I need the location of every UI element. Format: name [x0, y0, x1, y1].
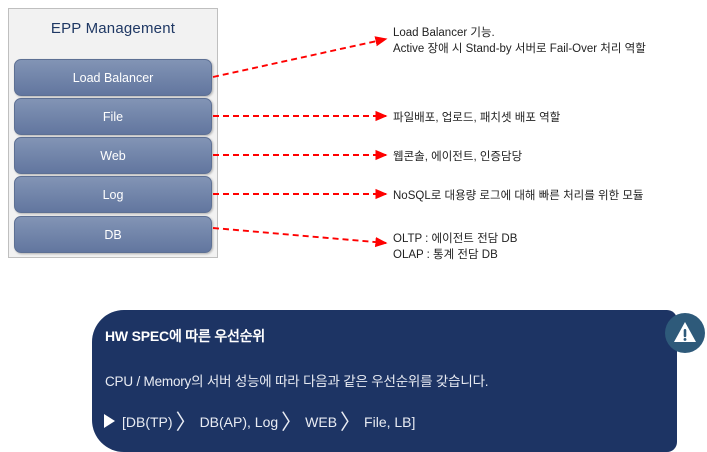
- connector-db: [212, 227, 388, 248]
- page-title: EPP Management: [50, 20, 176, 37]
- annotation-web: 웹콘솔, 에이전트, 인증담당: [393, 151, 523, 163]
- node-log[interactable]: Log: [14, 176, 212, 213]
- panel-description: CPU / Memory의 서버 성능에 따라 다음과 같은 우선순위를 갖습니…: [105, 374, 489, 389]
- priority-item-1: DB(AP), Log: [199, 414, 279, 430]
- node-web[interactable]: Web: [14, 137, 212, 174]
- node-label: File: [102, 109, 124, 124]
- panel-priority-line: [DB(TP) 〉 DB(AP), Log 〉 WEB 〉 File, LB]: [104, 412, 416, 433]
- annotation-db: OLTP : 에이전트 전담 DB OLAP : 통계 전담 DB: [393, 233, 518, 261]
- priority-item-2: WEB: [305, 414, 338, 430]
- connector-load-balancer: [212, 36, 388, 78]
- node-label: DB: [104, 227, 122, 242]
- annotation-log: NoSQL로 대용량 로그에 대해 빠른 처리를 위한 모듈: [393, 190, 644, 202]
- node-label: Log: [102, 187, 124, 202]
- node-db[interactable]: DB: [14, 216, 212, 253]
- hw-spec-panel: [92, 310, 677, 452]
- node-file[interactable]: File: [14, 98, 212, 135]
- panel-title: HW SPEC에 따른 우선순위: [105, 328, 266, 344]
- annotation-file: 파일배포, 업로드, 패치셋 배포 역할: [393, 112, 561, 124]
- play-triangle-icon: [104, 414, 115, 428]
- annotation-load-balancer: Load Balancer 기능. Active 장애 시 Stand-by 서…: [393, 27, 646, 55]
- node-load-balancer[interactable]: Load Balancer: [14, 59, 212, 96]
- priority-open: [DB(TP): [122, 414, 173, 430]
- node-label: Load Balancer: [72, 70, 154, 85]
- connector-arrows: [212, 36, 388, 248]
- priority-item-3: File, LB]: [364, 414, 416, 430]
- node-label: Web: [100, 148, 126, 163]
- warning-icon: [665, 313, 705, 353]
